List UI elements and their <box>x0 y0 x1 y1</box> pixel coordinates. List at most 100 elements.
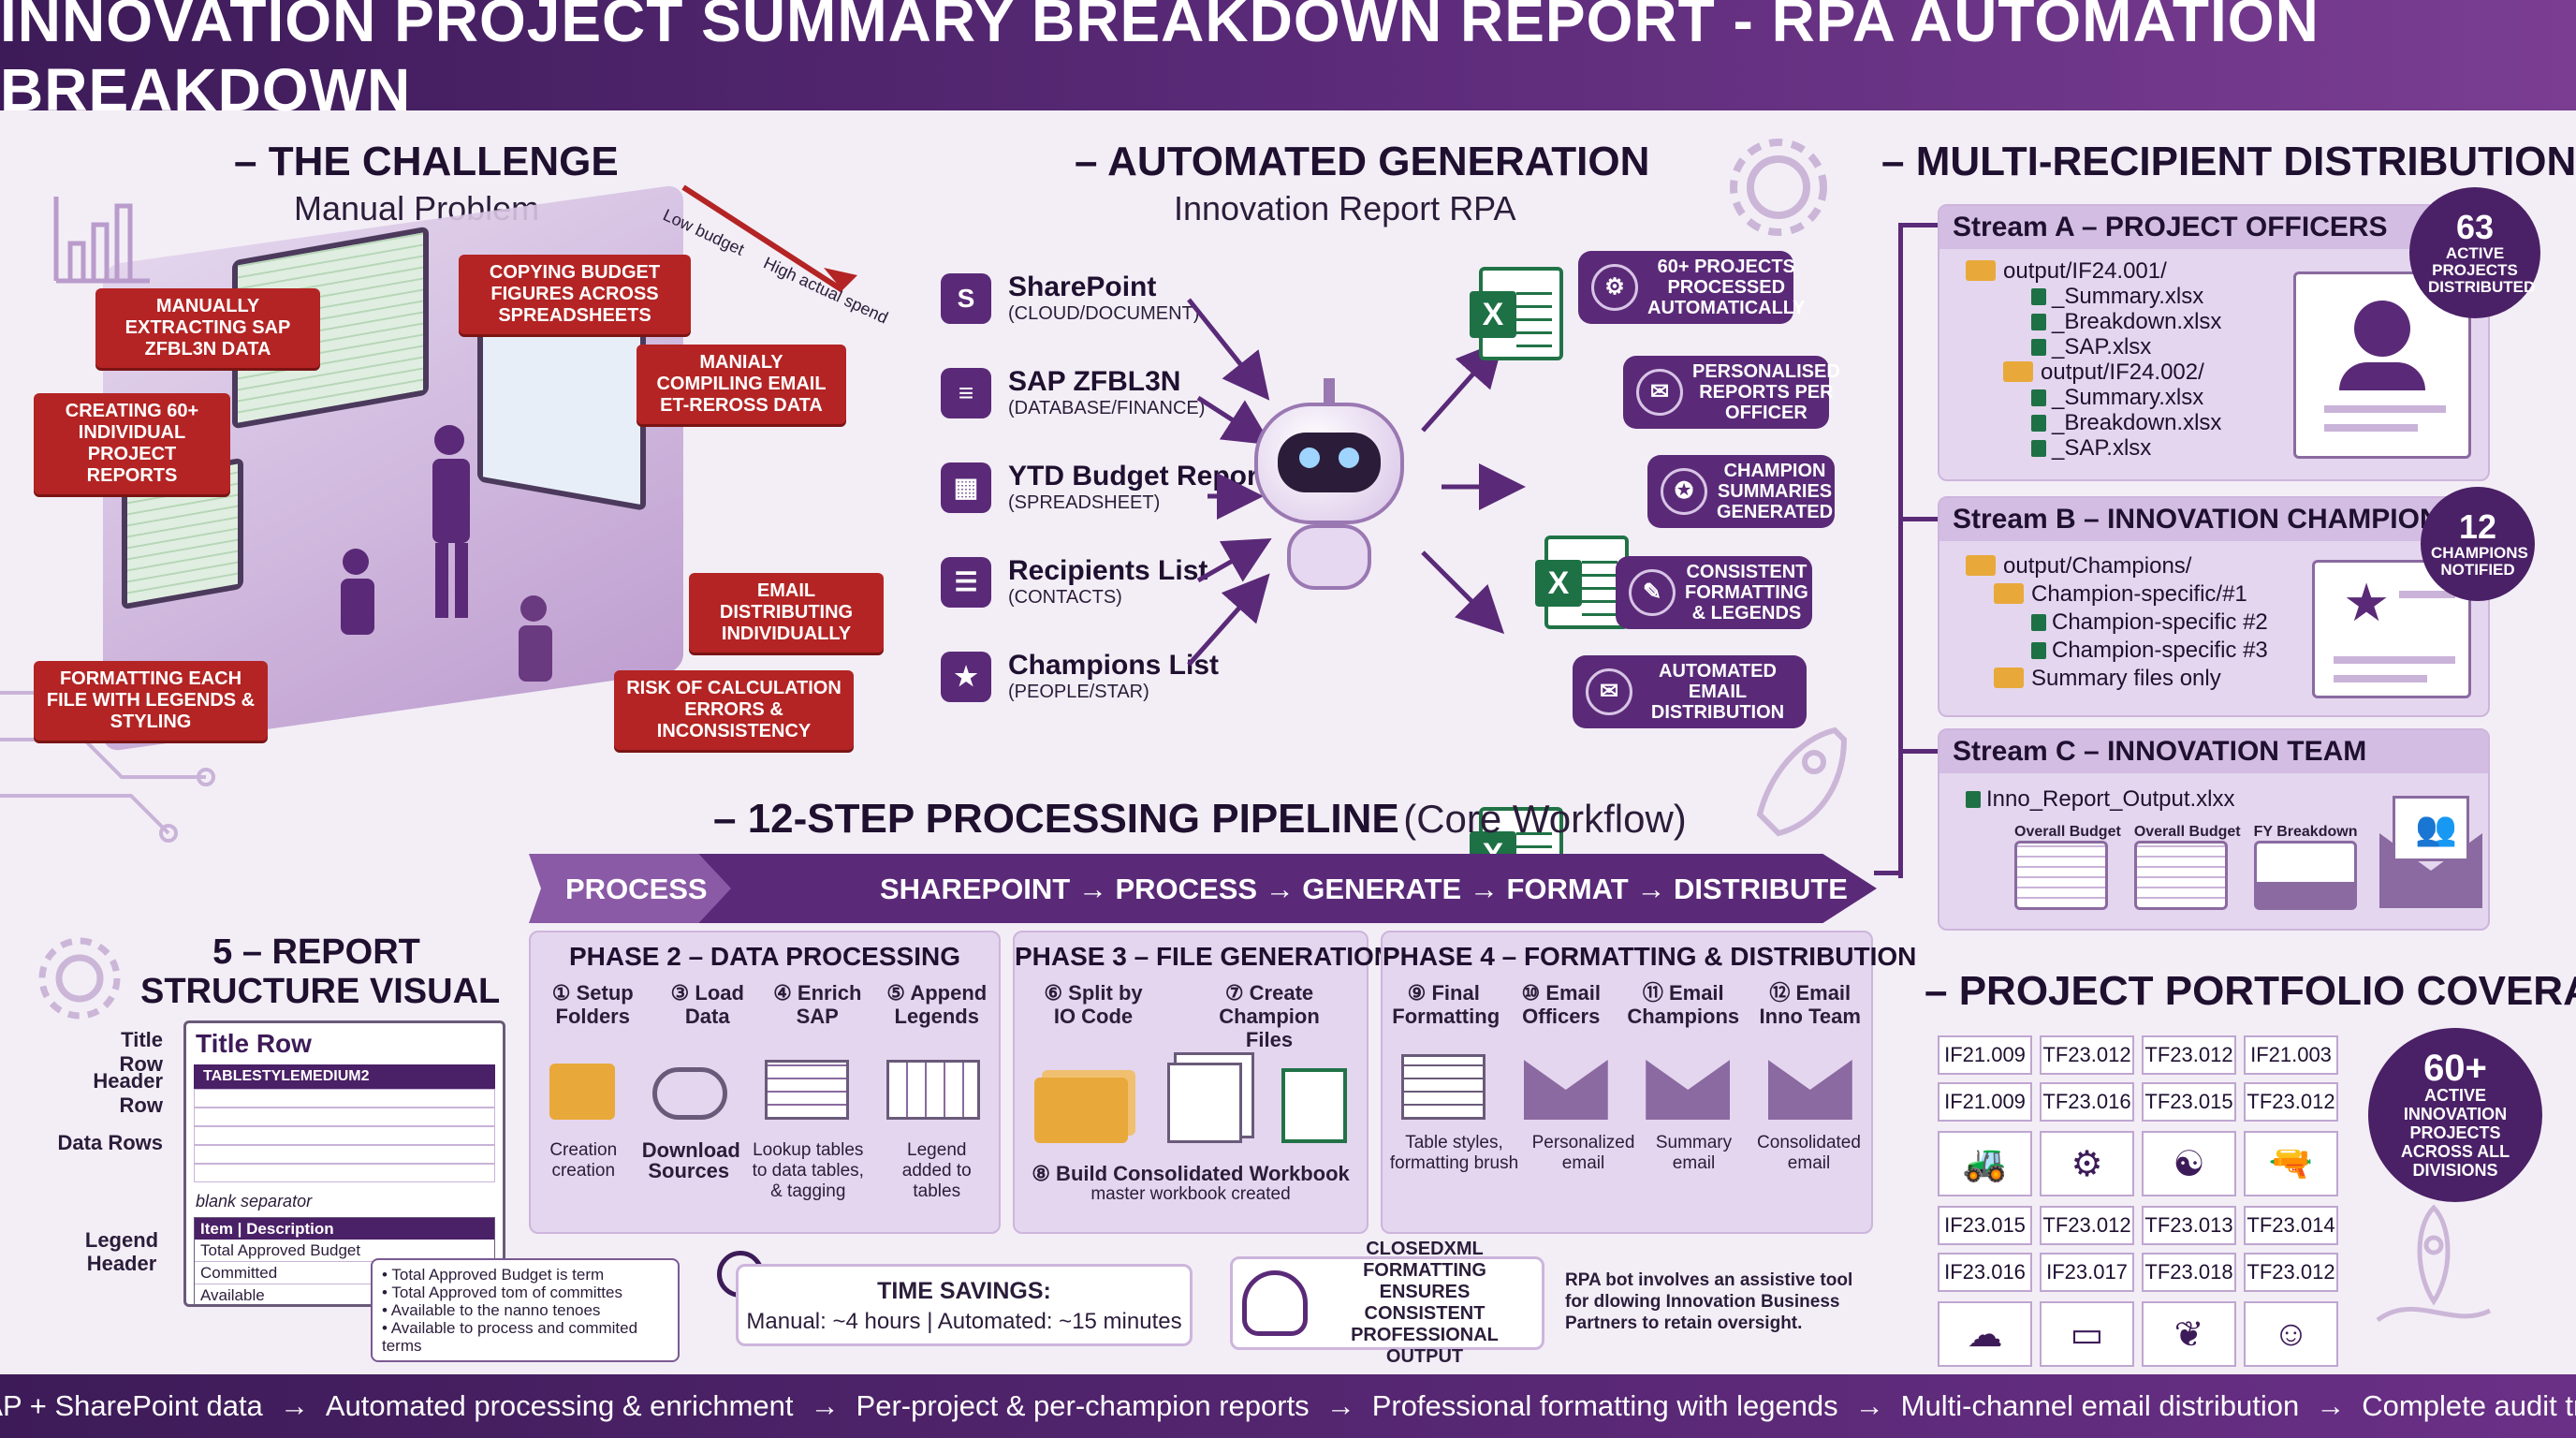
envelope-icon: ✉ <box>1586 668 1632 715</box>
page-title: INNOVATION PROJECT SUMMARY BREAKDOWN REP… <box>0 0 2576 124</box>
source-sap: ≡SAP ZFBL3N(DATABASE/FINANCE) <box>941 366 1267 419</box>
project-code-cell: IF23.015 <box>1938 1206 2032 1245</box>
folder-icon <box>1966 260 1996 281</box>
note-line: • Total Approved tom of committes <box>382 1284 622 1301</box>
output-processed: ⚙60+ PROJECTS PROCESSED AUTOMATICALLY <box>1578 251 1806 324</box>
project-code-cell: TF23.014 <box>2244 1206 2338 1245</box>
excel-icon <box>2031 389 2046 406</box>
output-email: ✉ AUTOMATED EMAIL DISTRIBUTION <box>1573 655 1807 728</box>
legend-table: Item | Description Total Approved Budget… <box>194 1217 495 1307</box>
connector-c <box>1898 749 1938 754</box>
sheet-overall-budget: Overall Budget <box>2014 824 2121 910</box>
robot-illustration <box>1236 374 1423 590</box>
tag-extracting: MANUALLY EXTRACTING SAP ZFBL3N DATA <box>95 288 320 368</box>
project-code-cell: TF23.013 <box>2142 1206 2236 1245</box>
stream-a-panel: Stream A – PROJECT OFFICERS output/IF24.… <box>1938 204 2490 481</box>
report-heading: 5 – REPORT STRUCTURE VISUAL <box>140 932 501 1011</box>
title-row: Title Row <box>196 1029 312 1058</box>
step-enrich: ④ Enrich SAP <box>773 981 862 1028</box>
project-code-cell: IF21.009 <box>1938 1082 2032 1122</box>
footer-flow: SAP + SharePoint data → Automated proces… <box>0 1374 2576 1438</box>
user-avatar-icon <box>2354 301 2410 357</box>
label-data-rows: Data Rows <box>57 1131 163 1154</box>
phase-4-title: PHASE 4 – FORMATTING & DISTRIBUTION <box>1383 942 1917 971</box>
process-chevron <box>529 854 731 923</box>
excel-icon <box>1966 791 1981 808</box>
sheet-overall-budget-2: Overall Budget <box>2133 824 2241 910</box>
step-load: ③ Load Data <box>670 981 744 1028</box>
note-line: • Total Approved Budget is term <box>382 1266 605 1284</box>
stream-c-file: Inno_Report_Output.xlxx <box>1939 773 2488 812</box>
connector-pipeline <box>1874 871 1903 875</box>
phase-4-panel: PHASE 4 – FORMATTING & DISTRIBUTION ⑨ Fi… <box>1381 931 1917 1234</box>
people-star-icon: ★ <box>941 651 991 702</box>
rising-chart-icon <box>681 184 857 293</box>
folders-icon <box>1034 1078 1128 1143</box>
distribution-heading: – MULTI-RECIPIENT DISTRIBUTION <box>1881 139 2576 184</box>
source-recipients: ☰Recipients List(CONTACTS) <box>941 555 1267 609</box>
arrow-right-icon: → <box>1325 1389 1355 1422</box>
edit-icon: ✎ <box>1629 569 1676 616</box>
excel-file-icon <box>1470 267 1563 360</box>
phase-2-captions: Creation creation Download Sources Looku… <box>531 1140 999 1202</box>
project-icon: ▭ <box>2040 1301 2134 1367</box>
stream-b-tree: output/Champions/ Champion-specific/#1 C… <box>1939 541 2488 693</box>
project-code-cell: TF23.012 <box>2040 1035 2134 1075</box>
project-code-cell: TF23.018 <box>2142 1253 2236 1292</box>
step-setup: ① Setup Folders <box>551 981 634 1028</box>
step-final-formatting: ⑨ Final Formatting <box>1392 981 1500 1028</box>
label-header-row: Header Row <box>93 1069 163 1117</box>
output-label: CHAMPION SUMMARIES GENERATED <box>1717 461 1834 522</box>
folder-item: output/Champions/ <box>1966 552 2488 580</box>
legend-header: Item | Description <box>195 1218 494 1240</box>
source-sub: (PEOPLE/STAR) <box>1008 682 1149 702</box>
envelope-icon <box>1767 1060 1852 1120</box>
project-icon: ⚙ <box>2040 1131 2134 1196</box>
stream-b-title: Stream B – INNOVATION CHAMPIONS <box>1939 498 2488 541</box>
closedxml-box: CLOSEDXML FORMATTING ENSURES CONSISTENT … <box>1230 1239 1544 1367</box>
phase-2-panel: PHASE 2 – DATA PROCESSING ① Setup Folder… <box>529 931 1001 1234</box>
folder-icon <box>1994 668 2024 688</box>
stream-a-tree: output/IF24.001/ _Summary.xlsx _Breakdow… <box>1939 249 2488 461</box>
folder-item: output/IF24.002/ <box>1966 360 2488 385</box>
legend-row: Total Approved Budget <box>195 1240 494 1262</box>
folder-item: Champion-specific/#1 <box>1966 580 2488 609</box>
excel-icon <box>2031 415 2046 432</box>
excel-icon <box>2031 440 2046 457</box>
folder-icon <box>2003 361 2033 382</box>
rocket-icon <box>1756 726 1848 837</box>
file-item: _Breakdown.xlsx <box>1966 410 2488 435</box>
output-label: 60+ PROJECTS PROCESSED AUTOMATICALLY <box>1647 257 1806 318</box>
sheet-fy-breakdown: FY Breakdown <box>2253 824 2357 910</box>
excel-file-icon <box>1535 536 1629 629</box>
star-icon: ★ <box>2343 573 2391 632</box>
phase-2-icons <box>531 1035 999 1120</box>
phase-3-panel: PHASE 3 – FILE GENERATION ⑥ Split by IO … <box>1013 931 1393 1234</box>
source-sub: (DATABASE/FINANCE) <box>1008 398 1206 418</box>
pipeline-flow-label: SHAREPOINT → PROCESS → GENERATE → FORMAT… <box>880 873 1848 905</box>
file-item: _Breakdown.xlsx <box>1966 309 2488 334</box>
blank-separator: blank separator <box>196 1192 313 1211</box>
legend-row: Available <box>200 1286 265 1304</box>
officer-profile-card <box>2293 271 2471 459</box>
gear-icon: ⚙ <box>1591 264 1638 311</box>
output-label: PERSONALISED REPORTS PER OFFICER <box>1692 361 1840 423</box>
project-icon: 🚜 <box>1938 1131 2032 1196</box>
closedxml-text: CLOSEDXML FORMATTING ENSURES CONSISTENT … <box>1351 1239 1499 1367</box>
excel-icon <box>2031 339 2046 356</box>
source-title: Champions List <box>1008 650 1220 681</box>
database-icon: ≡ <box>941 367 991 418</box>
step-8: ⑧ Build Consolidated Workbook master wor… <box>1032 1162 1350 1205</box>
footer-step: SAP + SharePoint data <box>0 1389 263 1422</box>
output-label: AUTOMATED EMAIL DISTRIBUTION <box>1650 661 1785 723</box>
generation-heading: – AUTOMATED GENERATION <box>1075 139 1650 184</box>
challenge-heading: – THE CHALLENGE <box>234 139 619 184</box>
excel-icon <box>2031 288 2046 305</box>
project-code-cell: TF23.015 <box>2142 1082 2236 1122</box>
tag-copying: COPYING BUDGET FIGURES ACROSS SPREADSHEE… <box>459 255 691 334</box>
caption: Personalized email <box>1531 1133 1635 1173</box>
source-champions: ★ Champions List(PEOPLE/STAR) <box>941 650 1267 703</box>
